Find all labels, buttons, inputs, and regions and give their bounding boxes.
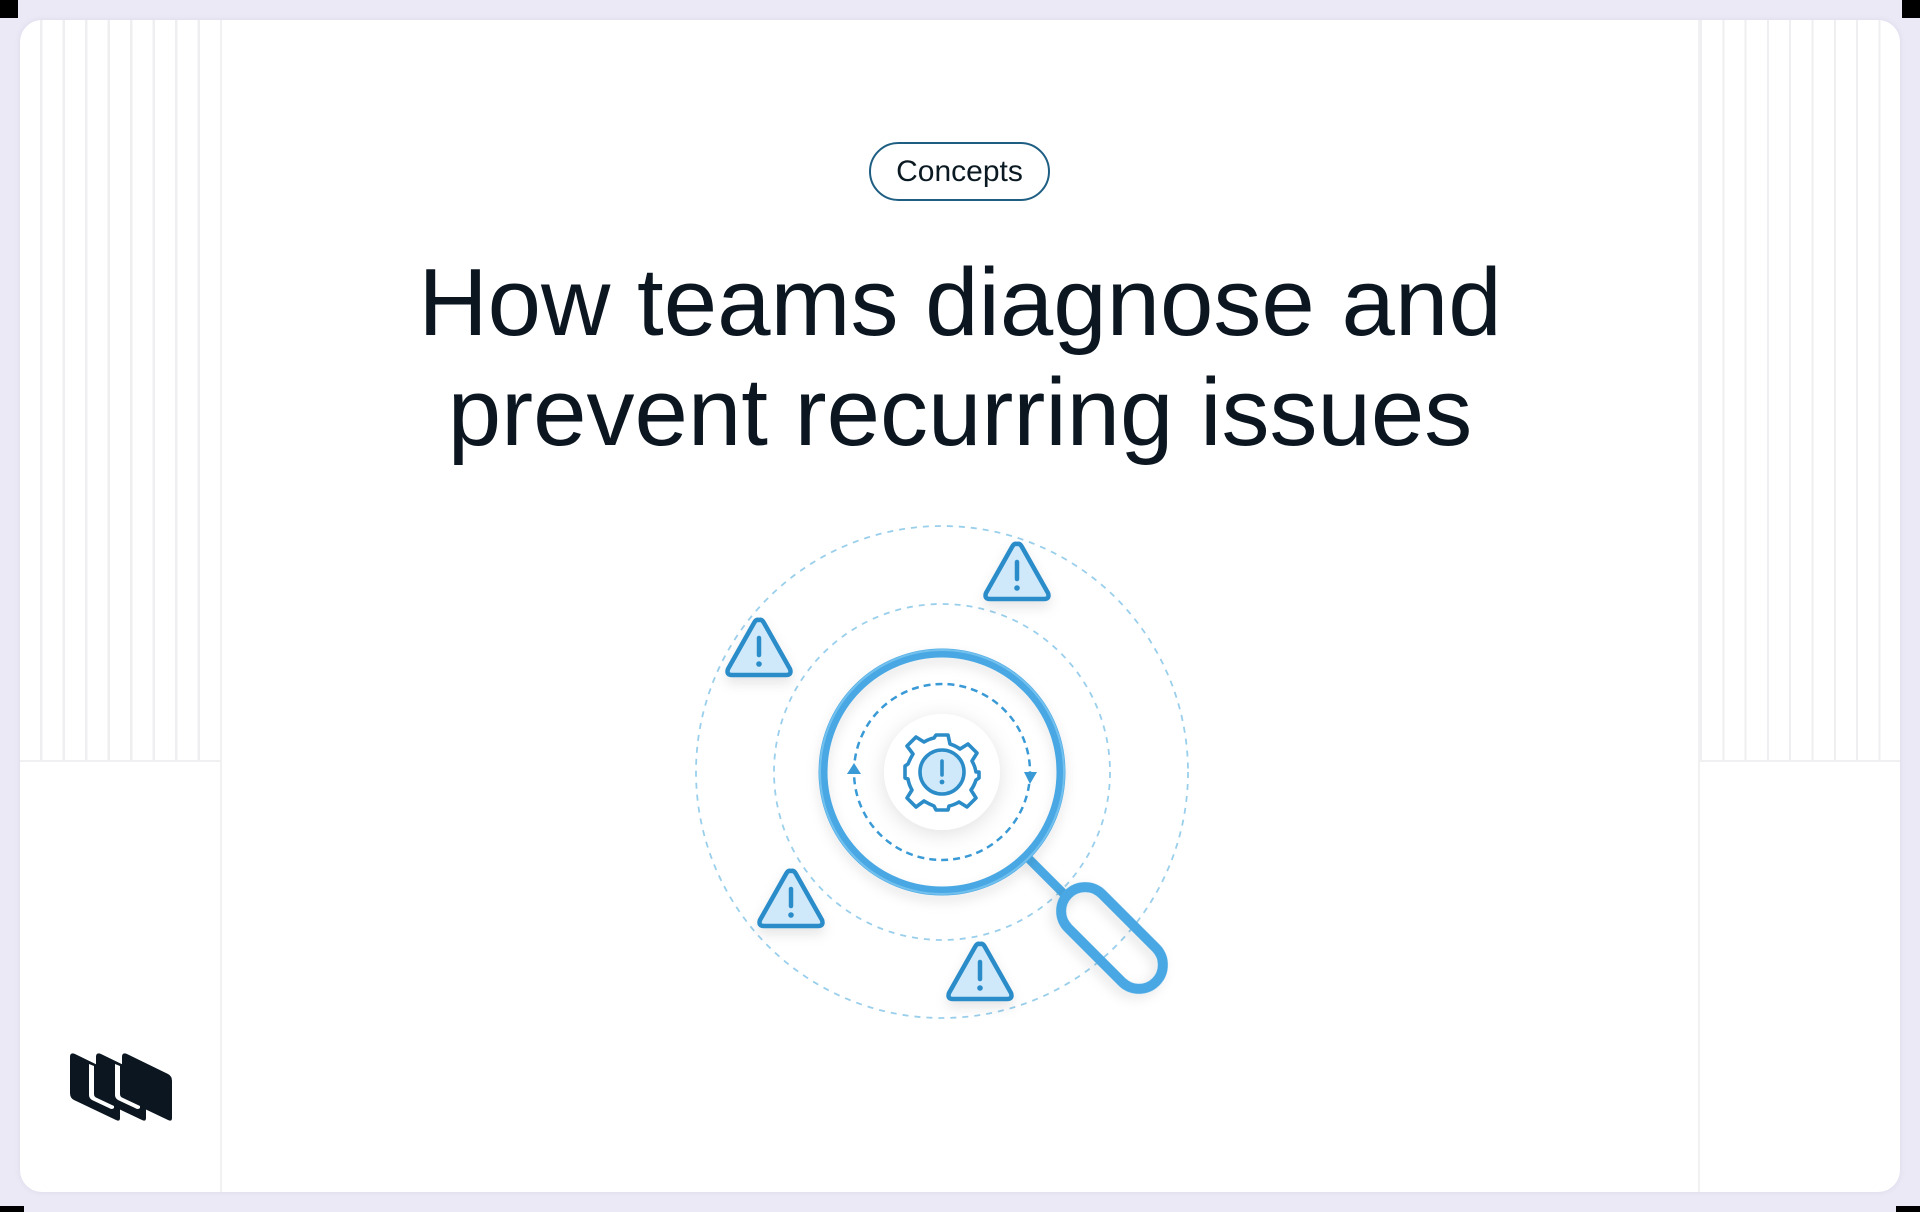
cycle-arrows-icon [847,682,1037,862]
corner-mark-top-right [1902,0,1920,18]
warning-triangle-icon [728,620,791,675]
middle-orbit-ring [773,603,1111,941]
category-badge-label: Concepts [896,154,1023,188]
left-decorative-panel [20,20,222,1192]
warning-triangle-icon [949,944,1012,999]
corner-mark-bottom-right [1896,1206,1920,1212]
corner-mark-bottom-left [0,1206,24,1212]
right-stripes [1700,20,1900,762]
diagnosis-illustration [695,525,1189,1019]
right-decorative-panel [1698,20,1900,1192]
gear-alert-icon [903,733,981,812]
page-title: How teams diagnose and prevent recurring… [360,248,1560,468]
left-stripes [20,20,220,762]
warning-triangle-icon [986,544,1049,599]
category-badge[interactable]: Concepts [869,142,1050,201]
outer-orbit-ring [695,525,1189,1019]
brand-logo[interactable] [70,1052,172,1122]
page-title-line-2: prevent recurring issues [447,359,1473,466]
magnifier-icon [818,648,1168,994]
corner-mark-top-left [0,0,18,18]
page-title-line-1: How teams diagnose and [418,249,1502,356]
